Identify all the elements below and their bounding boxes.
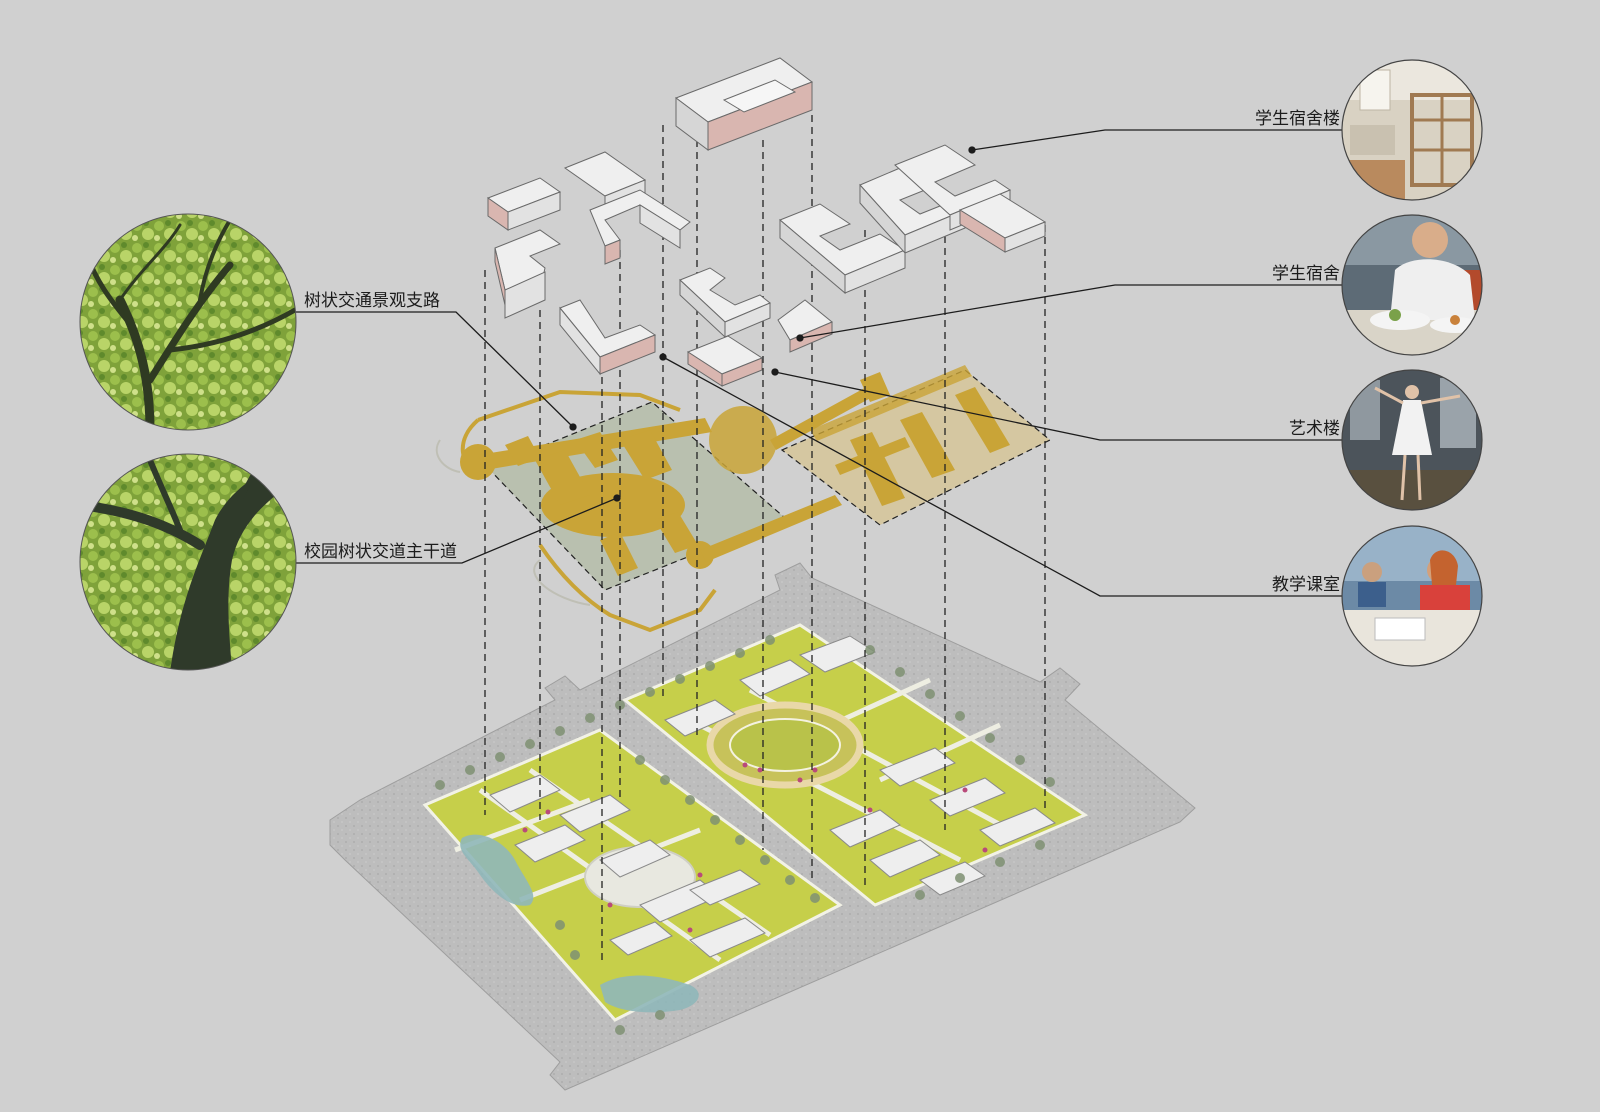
buildings-layer xyxy=(486,57,1047,387)
label-branch-road: 树状交通景观支路 xyxy=(304,291,440,311)
building-dorm-small xyxy=(777,299,833,353)
building-north-u xyxy=(589,189,691,265)
label-dorm-building: 学生宿舍楼 xyxy=(1255,109,1340,129)
label-art-building: 艺术楼 xyxy=(1289,419,1340,439)
dance-studio-photo xyxy=(1341,369,1483,511)
water-feature-south xyxy=(600,975,699,1013)
leader-art-building xyxy=(774,371,1346,441)
leader-dorm-building xyxy=(971,129,1346,151)
building-art xyxy=(686,335,764,387)
leader-classroom xyxy=(662,356,1346,597)
label-classroom: 教学课室 xyxy=(1272,575,1340,595)
label-main-road: 校园树状交道主干道 xyxy=(304,542,457,562)
building-northwest-2 xyxy=(494,229,562,319)
building-northwest-1 xyxy=(486,151,647,231)
site-flowering-trees xyxy=(522,762,988,933)
building-top-block xyxy=(674,57,814,151)
tree-canopy-photo xyxy=(79,213,297,431)
water-feature-north xyxy=(460,834,534,906)
circulation-layer xyxy=(435,365,1052,633)
leader-branch-road xyxy=(296,311,574,428)
building-dorm-east-4 xyxy=(958,193,1047,253)
circulation-outline xyxy=(435,439,591,606)
site-trees xyxy=(435,635,1055,1035)
label-dorm: 学生宿舍 xyxy=(1272,264,1340,284)
leader-main-road xyxy=(296,497,618,564)
tree-trunk-photo xyxy=(79,453,297,671)
branch-roads-east xyxy=(770,365,1010,506)
leader-lines xyxy=(296,129,1346,597)
building-central-u xyxy=(679,267,771,339)
building-central-l xyxy=(559,299,657,376)
classroom-photo xyxy=(1341,525,1483,667)
student-dining-photo xyxy=(1341,214,1483,356)
branch-roads-west xyxy=(505,430,698,576)
dorm-room-photo xyxy=(1341,59,1483,201)
site-buildings xyxy=(489,635,1056,958)
building-dorm-east-1 xyxy=(779,203,907,295)
leader-dorm xyxy=(799,284,1346,339)
labels: 树状交通景观支路 校园树状交道主干道 学生宿舍楼 学生宿舍 艺术楼 教学课室 xyxy=(304,109,1340,595)
